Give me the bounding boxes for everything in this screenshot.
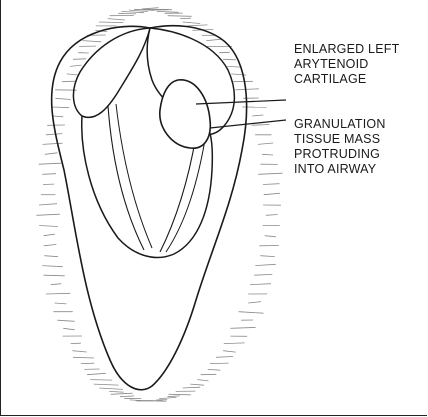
hatch-stroke (99, 22, 124, 23)
hatch-stroke (206, 39, 221, 40)
hatch-stroke (87, 373, 106, 374)
hatch-stroke (108, 19, 125, 20)
hatch-stroke (43, 143, 63, 144)
hatch-stroke (248, 302, 261, 303)
hatch-stroke (159, 397, 176, 398)
hatch-stroke (183, 387, 201, 388)
hatch-stroke (168, 396, 180, 397)
granulation-mass (160, 80, 210, 148)
hatch-stroke (44, 234, 55, 236)
hatch-stroke (121, 11, 144, 12)
hatch-stroke (83, 41, 102, 42)
hatch-stroke (53, 116, 63, 117)
hatch-stroke (260, 256, 275, 257)
hatch-stroke (73, 59, 86, 60)
hatch-stroke (142, 8, 159, 9)
granulation-leader-line (210, 120, 286, 128)
hatch-stroke (255, 264, 275, 265)
granulation-label-line-1: GRANULATION (294, 117, 386, 132)
hatch-stroke (44, 244, 57, 245)
hatch-stroke (39, 204, 57, 205)
hatch-stroke (129, 10, 148, 11)
hatch-stroke (36, 214, 60, 215)
hatch-stroke (55, 303, 67, 304)
hatch-stroke (70, 65, 81, 66)
hatch-stroke (264, 193, 280, 194)
hatch-stroke (42, 266, 63, 267)
hatch-stroke (52, 107, 69, 108)
right-vocal-fold-edge (166, 134, 206, 252)
hatch-stroke (224, 343, 245, 344)
hatch-stroke (111, 393, 133, 394)
hatch-stroke (250, 284, 271, 285)
hatch-stroke (262, 154, 273, 155)
hatch-stroke (223, 59, 236, 60)
arytenoid-label-line-1: ENLARGED LEFT (294, 42, 399, 57)
hatch-stroke (258, 173, 282, 174)
hatch-stroke (157, 11, 179, 12)
hatch-stroke (51, 284, 61, 285)
hatch-stroke (236, 89, 259, 90)
hatch-stroke (120, 396, 134, 397)
hatch-stroke (44, 275, 65, 276)
larynx-outline (52, 26, 247, 390)
hatch-stroke (45, 153, 58, 155)
hatch-stroke (230, 327, 255, 328)
hatch-stroke (183, 22, 201, 24)
right-arytenoid (73, 28, 150, 117)
hatch-stroke (169, 394, 191, 395)
right-vocal-fold (160, 136, 196, 252)
hatch-stroke (223, 351, 236, 352)
hatch-stroke (190, 384, 204, 385)
hatch-stroke (44, 256, 58, 257)
hatch-stroke (252, 125, 270, 126)
tissue-hatching (36, 8, 282, 402)
hatch-stroke (73, 357, 94, 358)
hatch-stroke (216, 357, 233, 358)
hatch-stroke (252, 115, 263, 116)
hatch-stroke (266, 215, 278, 216)
left-vocal-fold (108, 106, 144, 250)
hatch-stroke (46, 293, 70, 294)
hatch-stroke (210, 363, 229, 364)
hatch-stroke (187, 25, 208, 26)
arytenoid-label: ENLARGED LEFT ARYTENOID CARTILAGE (294, 42, 399, 87)
hatch-stroke (46, 134, 63, 135)
hatch-stroke (231, 74, 246, 75)
hatch-stroke (99, 388, 123, 389)
hatch-stroke (197, 380, 208, 381)
hatch-stroke (90, 380, 112, 381)
hatch-stroke (130, 400, 147, 401)
hatch-stroke (39, 226, 58, 227)
hatch-stroke (57, 320, 74, 321)
hatch-stroke (254, 274, 272, 275)
arytenoid-leader-line (196, 100, 286, 104)
hatch-stroke (109, 391, 123, 392)
hatch-stroke (118, 13, 136, 14)
granulation-label-line-3: PROTRUDING (294, 147, 386, 162)
hatch-stroke (263, 184, 280, 185)
hatch-stroke (265, 236, 276, 237)
granulation-label-line-2: TISSUE MASS (294, 132, 386, 147)
hatch-stroke (168, 16, 192, 17)
hatch-stroke (42, 174, 56, 175)
hatch-stroke (208, 369, 221, 370)
hatch-stroke (63, 328, 74, 330)
hatch-stroke (239, 312, 264, 314)
hatch-stroke (62, 81, 76, 82)
hatch-stroke (55, 98, 70, 99)
hatch-stroke (258, 143, 273, 144)
granulation-label: GRANULATION TISSUE MASS PROTRUDING INTO … (294, 117, 386, 177)
hatch-stroke (67, 74, 78, 75)
arytenoid-label-line-2: ARYTENOID (294, 57, 399, 72)
hatch-stroke (227, 66, 241, 67)
granulation-label-line-4: INTO AIRWAY (294, 162, 386, 177)
hatch-stroke (72, 351, 86, 352)
hatch-stroke (39, 163, 62, 164)
hatch-stroke (94, 384, 119, 385)
arytenoid-label-line-3: CARTILAGE (294, 72, 399, 87)
